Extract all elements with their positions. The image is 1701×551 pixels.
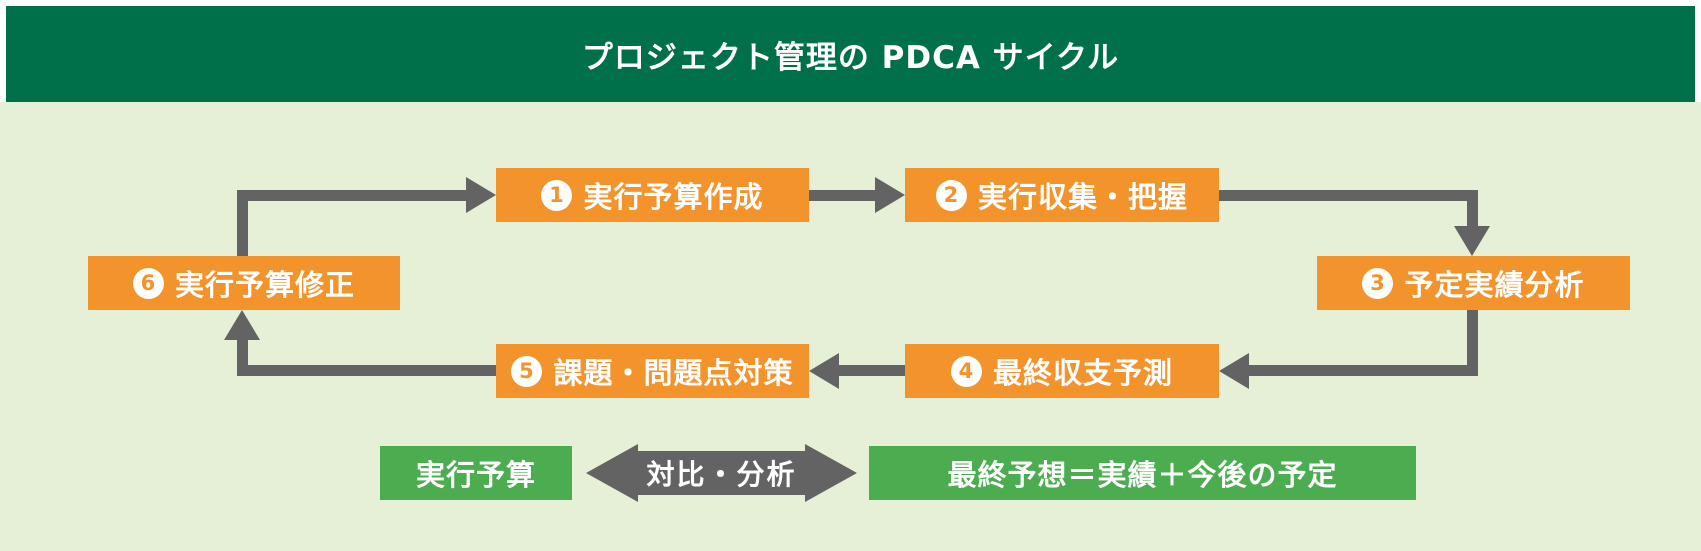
step-label-2: 実行収集・把握 [977, 180, 1188, 214]
step-box-4: 4 最終収支予測 [905, 344, 1219, 398]
step-number-badge-5: 5 [511, 355, 543, 387]
arrowhead-into-step4-icon [1219, 353, 1249, 389]
step-label-5: 課題・問題点対策 [553, 356, 794, 390]
compare-arrow-right-tip-icon [805, 444, 857, 502]
step-box-6: 6 実行予算修正 [88, 256, 400, 310]
arrowhead-into-step3-icon [1454, 226, 1490, 256]
header-bar: プロジェクト管理の PDCA サイクル [6, 6, 1695, 102]
step-box-5: 5 課題・問題点対策 [496, 344, 809, 398]
compare-arrow-label: 対比・分析 [646, 458, 797, 491]
compare-double-arrow: 対比・分析 [586, 444, 857, 502]
step-label-6: 実行予算修正 [174, 268, 355, 302]
step-box-2: 2 実行収集・把握 [905, 168, 1219, 222]
connector-2-3-horizontal [1219, 190, 1478, 201]
connector-2-3-vertical [1467, 190, 1478, 228]
budget-box-label: 実行予算 [415, 458, 536, 492]
compare-arrow-bar [634, 451, 809, 495]
connector-5-6-vertical [237, 338, 248, 376]
connector-6-1-horizontal [237, 190, 468, 201]
step-label-1: 実行予算作成 [583, 180, 764, 214]
step-number-badge-1: 1 [541, 179, 573, 211]
arrowhead-into-step6-icon [224, 310, 260, 340]
compare-arrow-left-tip-icon [586, 444, 638, 502]
connector-6-1-vertical [237, 196, 248, 256]
step-number-badge-6: 6 [132, 267, 164, 299]
step-number-badge-2: 2 [935, 179, 967, 211]
arrowhead-into-step5-icon [809, 353, 839, 389]
step-label-3: 予定実績分析 [1404, 268, 1585, 302]
forecast-box-label: 最終予想＝実績＋今後の予定 [947, 458, 1338, 492]
connector-5-6-horizontal [237, 365, 496, 376]
step-box-1: 1 実行予算作成 [496, 168, 809, 222]
arrowhead-into-step2-icon [875, 177, 905, 213]
step-box-3: 3 予定実績分析 [1317, 256, 1630, 310]
connector-4-5-shaft [837, 365, 905, 376]
budget-box: 実行予算 [380, 446, 572, 500]
connector-3-4-vertical [1467, 310, 1478, 376]
step-label-4: 最終収支予測 [992, 356, 1173, 390]
connector-3-4-horizontal [1247, 365, 1478, 376]
connector-1-2-shaft [809, 190, 877, 201]
forecast-box: 最終予想＝実績＋今後の予定 [869, 446, 1416, 500]
arrowhead-into-step1-icon [466, 177, 496, 213]
page-title: プロジェクト管理の PDCA サイクル [581, 39, 1120, 76]
step-number-badge-3: 3 [1362, 267, 1394, 299]
step-number-badge-4: 4 [950, 355, 982, 387]
